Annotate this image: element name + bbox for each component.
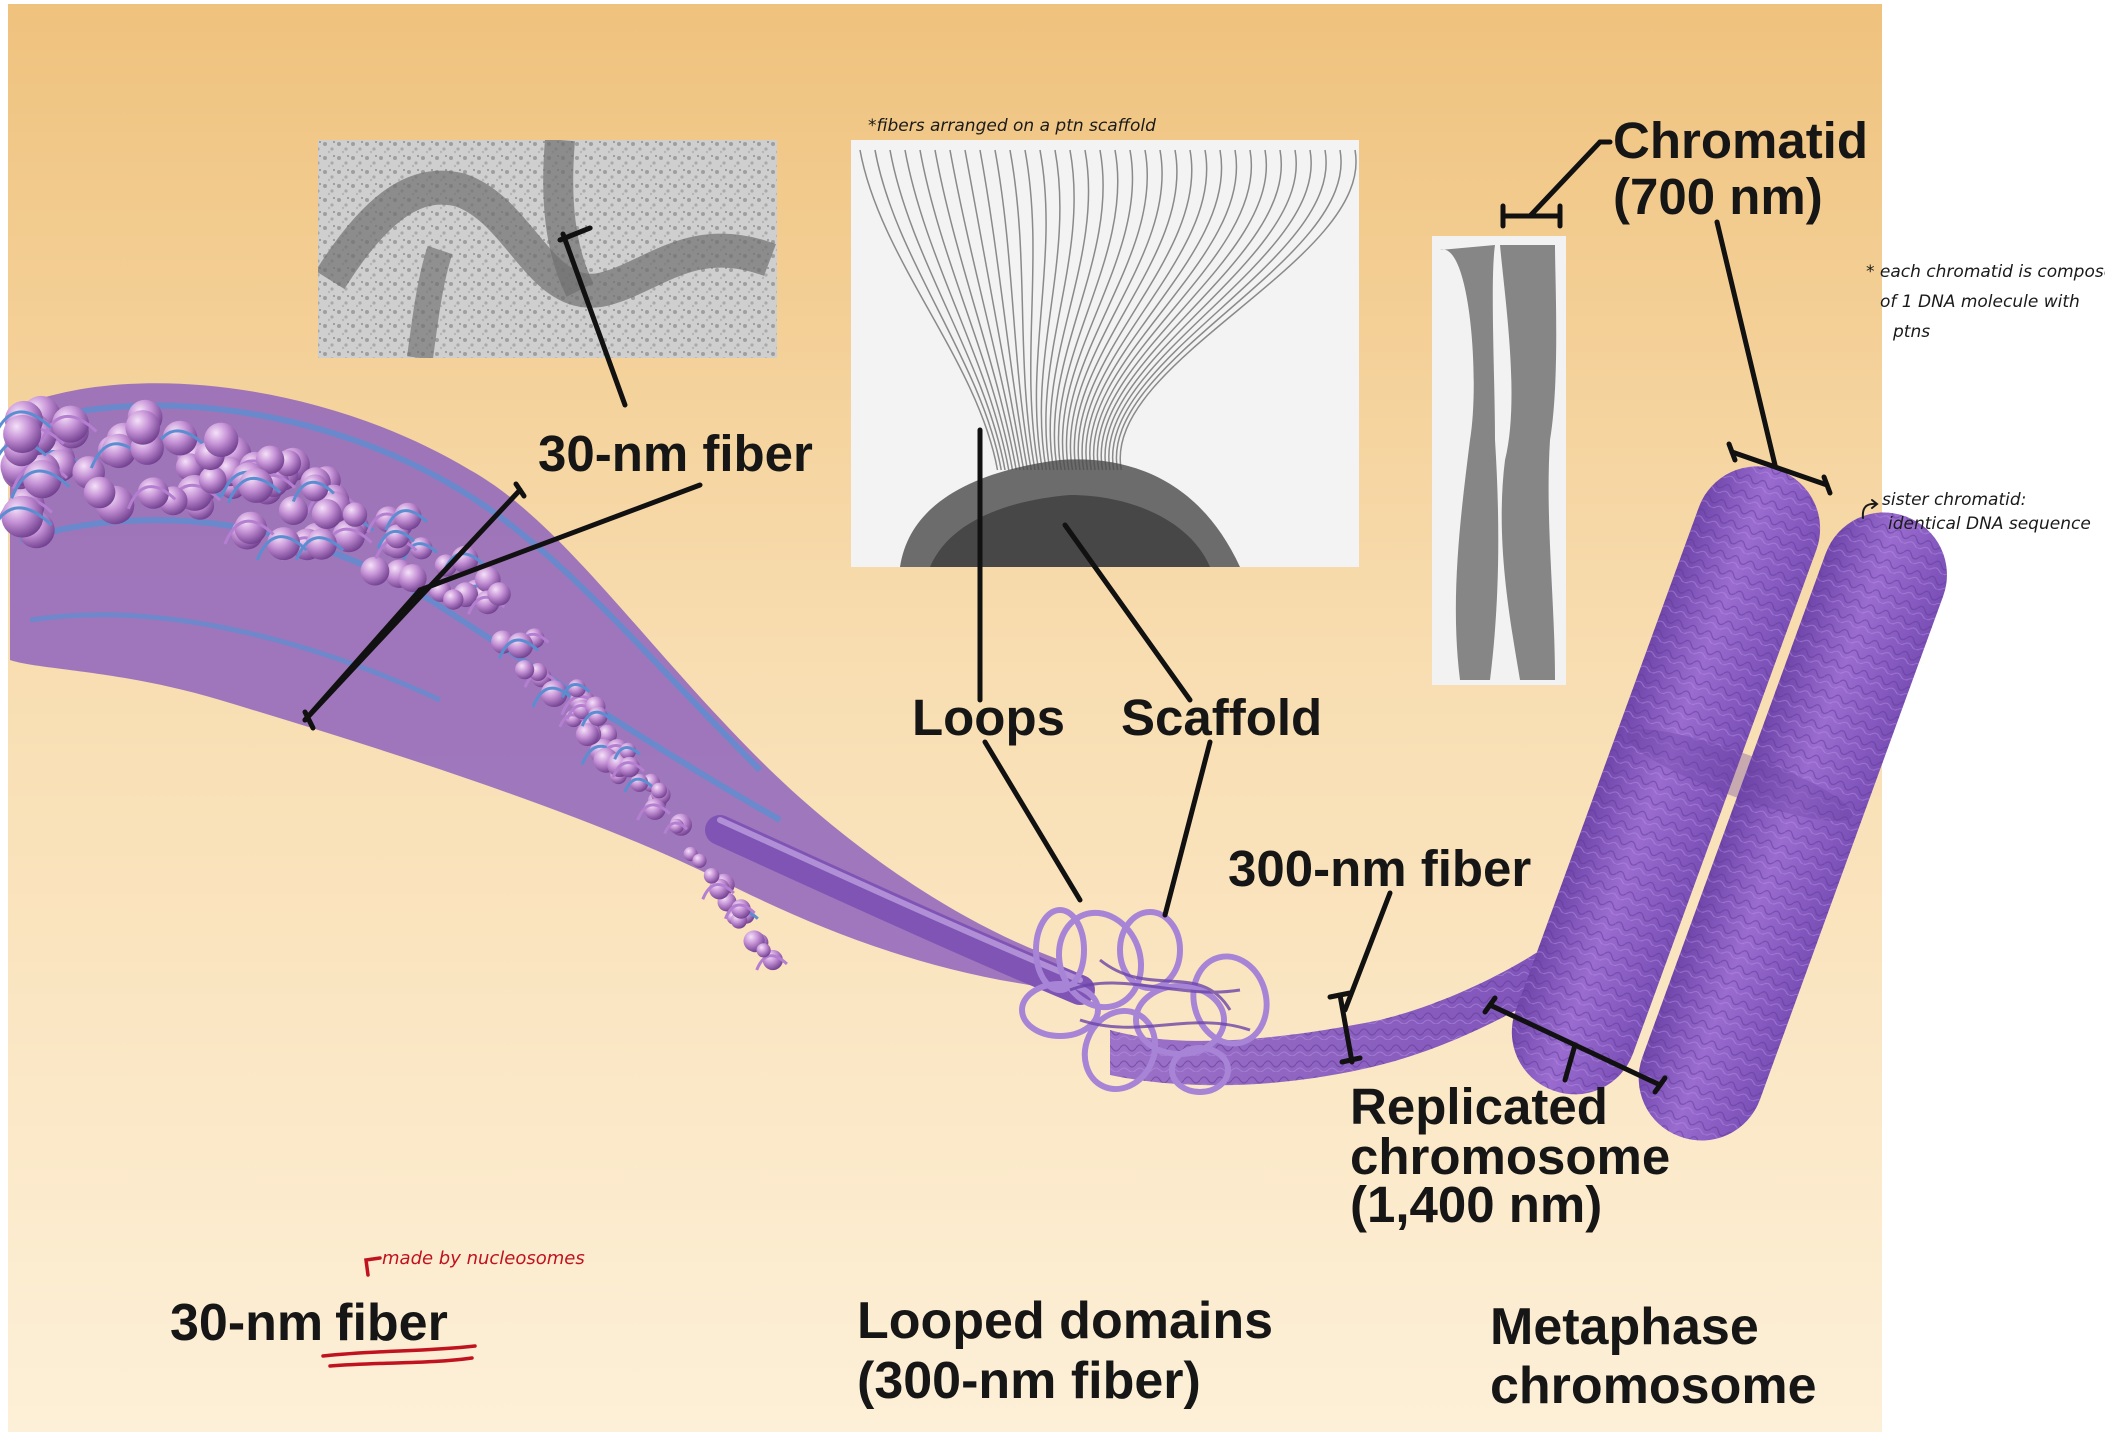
nucleosome-bead (507, 633, 533, 659)
label-replicated-line1: Replicated (1350, 1078, 1608, 1136)
nucleosome-bead (757, 943, 771, 957)
caption-metaphase-line2: chromosome (1490, 1357, 1817, 1417)
label-chromatid-size: (700 nm) (1613, 168, 1823, 226)
nucleosome-bead (515, 660, 534, 679)
label-loops: Loops (912, 689, 1065, 747)
nucleosome-bead (394, 503, 421, 530)
nucleosome-bead (239, 468, 274, 503)
label-30nm-fiber: 30-nm fiber (538, 425, 813, 483)
label-300nm-fiber: 300-nm fiber (1228, 840, 1531, 898)
nucleosome-bead (235, 512, 267, 544)
nucleosome-bead (312, 499, 342, 529)
nucleosome-bead (704, 868, 720, 884)
nucleosome-bead (3, 415, 41, 453)
nucleosome-bead (52, 406, 89, 443)
caption-looped-line1: Looped domains (857, 1292, 1273, 1352)
note-chromatid-line2: of 1 DNA molecule with (1880, 292, 2080, 313)
note-chromatid-line3: ptns (1893, 322, 1930, 343)
nucleosome-bead (487, 582, 510, 605)
nucleosome-bead (651, 783, 667, 799)
note-scaffold: *fibers arranged on a ptn scaffold (868, 116, 1156, 137)
nucleosome-bead (163, 421, 198, 456)
caption-30nm-fiber-word: fiber (335, 1294, 448, 1352)
label-replicated-line3: (1,400 nm) (1350, 1176, 1602, 1234)
label-chromatid: Chromatid (1613, 112, 1868, 170)
nucleosome-bead (23, 460, 61, 498)
nucleosome-bead (138, 477, 169, 508)
nucleosome-bead (361, 557, 390, 586)
micrograph-panel-30nm (318, 140, 777, 358)
nucleosome-bead (84, 477, 116, 509)
caption-30nm-prefix: 30-nm (170, 1294, 323, 1352)
nucleosome-bead (302, 474, 329, 501)
nucleosome-bead (306, 529, 337, 560)
caption-metaphase-line1: Metaphase (1490, 1298, 1759, 1358)
label-scaffold: Scaffold (1121, 689, 1322, 747)
nucleosome-bead (1, 496, 43, 538)
nucleosome-bead (204, 423, 238, 457)
note-chromatid-line1: * each chromatid is composed (1866, 262, 2105, 283)
nucleosome-bead (576, 723, 599, 746)
micrograph-panel-scaffold (851, 140, 1359, 567)
nucleosome-bead (199, 466, 227, 494)
note-sister-line2: identical DNA sequence (1888, 514, 2091, 535)
nucleosome-bead (692, 854, 706, 868)
nucleosome-bead (343, 502, 367, 526)
nucleosome-bead (125, 410, 160, 445)
nucleosome-bead (443, 589, 463, 609)
caption-looped-line2: (300-nm fiber) (857, 1352, 1201, 1412)
note-nucleosomes: made by nucleosomes (382, 1248, 585, 1271)
note-sister-line1: sister chromatid: (1882, 490, 2026, 511)
micrograph-panel-chromosome (1432, 236, 1566, 685)
